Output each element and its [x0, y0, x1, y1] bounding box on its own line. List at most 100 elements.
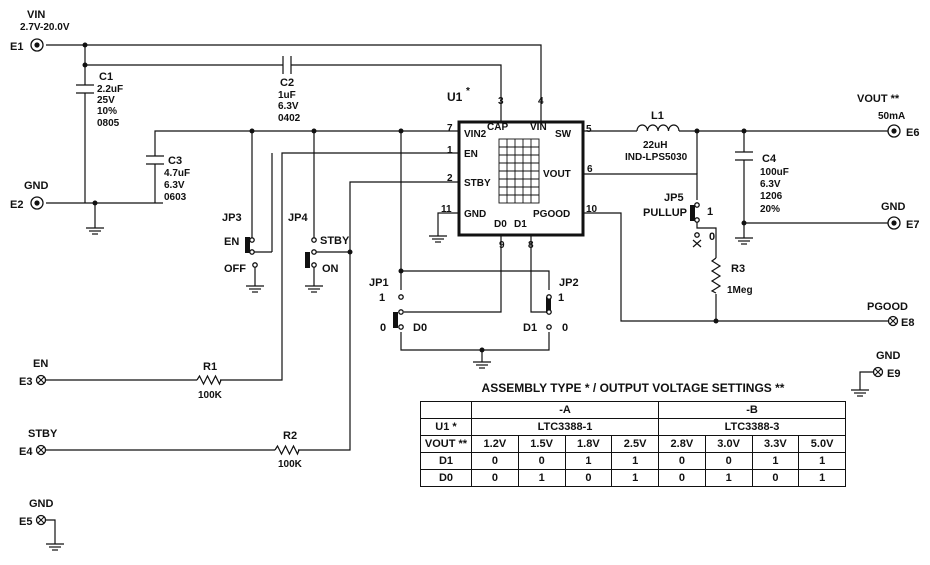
svg-text:0: 0: [562, 322, 568, 334]
svg-text:STBY: STBY: [28, 428, 58, 440]
svg-text:1: 1: [707, 206, 713, 218]
d1-cell: 0: [471, 452, 519, 470]
ic-logo: [498, 138, 540, 204]
d1-label: D1: [420, 452, 472, 470]
ground-symbol: [45, 537, 65, 551]
svg-text:0805: 0805: [97, 118, 120, 129]
d1-cell: 1: [798, 452, 846, 470]
terminal-e2: GND E2: [10, 180, 49, 211]
ground-symbol: [304, 279, 324, 293]
capacitor-c3: C3 4.7uF 6.3V 0603: [146, 155, 190, 203]
svg-text:JP3: JP3: [222, 212, 242, 224]
svg-text:JP1: JP1: [369, 277, 389, 289]
svg-text:EN: EN: [464, 149, 478, 160]
svg-text:JP5: JP5: [664, 192, 684, 204]
svg-text:VOUT **: VOUT **: [857, 93, 900, 105]
d1-cell: 1: [564, 452, 613, 470]
svg-text:22uH: 22uH: [643, 140, 667, 151]
voltage-cell: 1.5V: [517, 435, 566, 453]
svg-text:8: 8: [528, 240, 534, 251]
svg-text:11: 11: [441, 204, 452, 215]
svg-text:1: 1: [379, 292, 385, 304]
d0-cell: 0: [471, 469, 519, 487]
table-cell: [420, 401, 472, 419]
svg-text:GND: GND: [29, 498, 54, 510]
terminal-e9: GND E9: [872, 350, 901, 380]
ground-symbol: [428, 229, 448, 243]
svg-text:R3: R3: [731, 263, 745, 275]
svg-text:6: 6: [587, 164, 593, 175]
resistor-r3: R3 1Meg: [710, 257, 753, 296]
jumper-jp4: JP4 STBY ON: [288, 212, 350, 280]
svg-text:E7: E7: [906, 219, 919, 231]
svg-text:50mA: 50mA: [878, 111, 905, 122]
svg-text:E4: E4: [19, 446, 33, 458]
svg-text:6.3V: 6.3V: [760, 179, 781, 190]
svg-text:0603: 0603: [164, 192, 187, 203]
svg-text:D0: D0: [413, 322, 427, 334]
capacitor-c1: C1 2.2uF 25V 10% 0805: [76, 71, 123, 129]
d0-label: D0: [420, 469, 472, 487]
voltage-cell: 2.5V: [611, 435, 659, 453]
svg-text:E9: E9: [887, 368, 900, 380]
voltage-cell: 1.8V: [564, 435, 613, 453]
svg-text:JP2: JP2: [559, 277, 579, 289]
svg-text:3: 3: [498, 96, 504, 107]
d1-cell: 1: [611, 452, 659, 470]
svg-text:E8: E8: [901, 317, 914, 329]
svg-text:VIN: VIN: [27, 9, 45, 21]
d0-cell: 1: [611, 469, 659, 487]
d1-cell: 0: [704, 452, 753, 470]
svg-text:10: 10: [586, 204, 598, 215]
voltage-cell: 3.3V: [751, 435, 800, 453]
u1-label: U1 *: [420, 418, 472, 436]
wire-vin2-net: [154, 130, 550, 290]
svg-text:IND-LPS5030: IND-LPS5030: [625, 152, 688, 163]
svg-text:6.3V: 6.3V: [278, 101, 299, 112]
svg-text:STBY: STBY: [464, 178, 491, 189]
wire-sw-vout: [583, 130, 888, 232]
svg-text:VOUT: VOUT: [543, 169, 571, 180]
svg-text:4: 4: [538, 96, 544, 107]
assembly-table-title: ASSEMBLY TYPE * / OUTPUT VOLTAGE SETTING…: [481, 381, 785, 395]
d1-cell: 0: [658, 452, 706, 470]
terminal-e4: STBY E4: [19, 428, 58, 458]
d1-cell: 0: [517, 452, 566, 470]
table-row: VOUT ** 1.2V 1.5V 1.8V 2.5V 2.8V 3.0V 3.…: [420, 435, 846, 453]
svg-text:JP4: JP4: [288, 212, 308, 224]
wire-en-net: [46, 152, 459, 381]
svg-text:E5: E5: [19, 516, 32, 528]
svg-text:D1: D1: [514, 219, 527, 230]
svg-text:EN: EN: [224, 236, 239, 248]
jumper-jp2: JP2 1 0 D1: [523, 277, 579, 334]
part-a: LTC3388-1: [471, 418, 659, 436]
svg-text:PGOOD: PGOOD: [867, 301, 908, 313]
voltage-cell: 3.0V: [704, 435, 753, 453]
svg-text:GND: GND: [881, 201, 906, 213]
wire-pgood: [46, 212, 888, 538]
svg-text:EN: EN: [33, 358, 48, 370]
svg-text:1: 1: [447, 145, 453, 156]
table-row: -A -B: [420, 401, 846, 419]
table-row: D0 0 1 0 1 0 1 0 1: [420, 469, 846, 487]
svg-text:E3: E3: [19, 376, 32, 388]
wire-stby-net: [46, 181, 459, 451]
svg-text:100K: 100K: [278, 459, 303, 470]
svg-text:L1: L1: [651, 110, 664, 122]
svg-text:D1: D1: [523, 322, 537, 334]
resistor-r1: R1 100K: [196, 361, 223, 401]
svg-text:C3: C3: [168, 155, 182, 167]
svg-text:7: 7: [447, 123, 453, 134]
svg-text:20%: 20%: [760, 204, 780, 215]
svg-text:U1: U1: [447, 90, 463, 104]
terminal-e1: VIN 2.7V-20.0V E1: [10, 9, 70, 53]
svg-text:ON: ON: [322, 263, 339, 275]
jumper-jp3: JP3 EN OFF: [222, 212, 258, 280]
svg-text:E2: E2: [10, 199, 23, 211]
inductor-l1: L1 22uH IND-LPS5030: [625, 110, 688, 163]
d0-cell: 0: [751, 469, 800, 487]
svg-text:2: 2: [447, 173, 453, 184]
ground-symbol: [85, 221, 105, 235]
